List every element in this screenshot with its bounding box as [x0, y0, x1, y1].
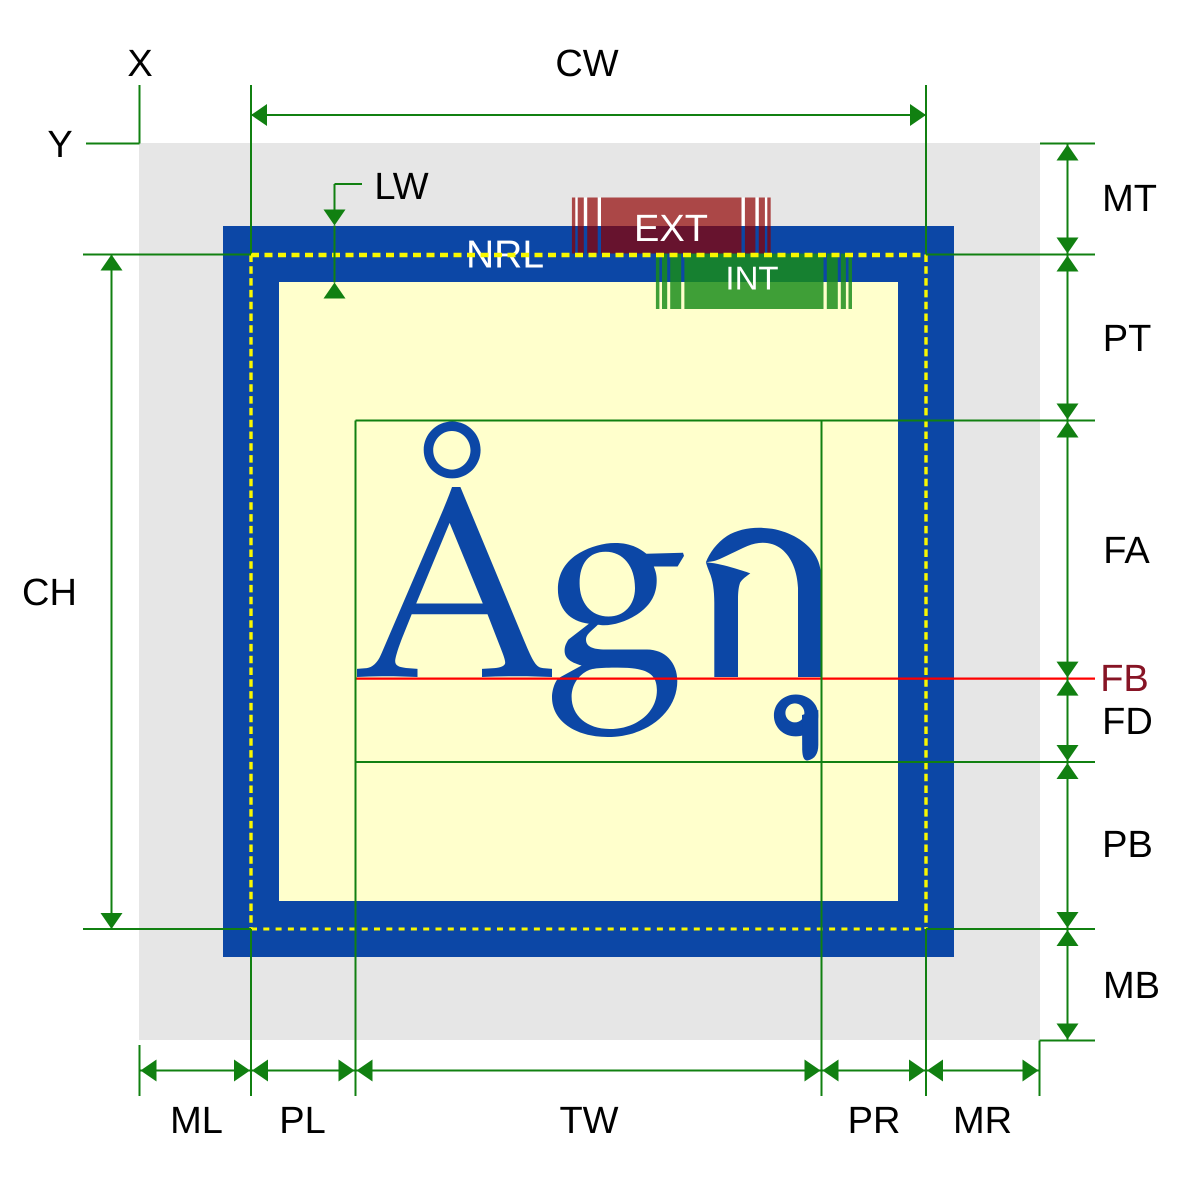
svg-text:PB: PB: [1102, 824, 1153, 866]
svg-text:Y: Y: [47, 124, 72, 166]
svg-text:NRL: NRL: [466, 234, 544, 277]
svg-text:MB: MB: [1103, 965, 1160, 1007]
svg-text:LW: LW: [374, 166, 428, 208]
svg-text:FA: FA: [1103, 530, 1150, 572]
svg-text:FD: FD: [1102, 701, 1153, 743]
svg-text:INT: INT: [725, 260, 778, 297]
svg-text:PL: PL: [279, 1100, 325, 1142]
svg-text:CH: CH: [22, 572, 77, 614]
svg-text:PT: PT: [1103, 318, 1152, 360]
svg-text:CW: CW: [555, 43, 618, 85]
svg-text:MR: MR: [953, 1100, 1012, 1142]
svg-text:TW: TW: [559, 1100, 618, 1142]
svg-text:FB: FB: [1100, 658, 1149, 700]
svg-text:PR: PR: [848, 1100, 901, 1142]
svg-text:ML: ML: [170, 1100, 223, 1142]
svg-text:X: X: [127, 43, 152, 85]
svg-text:EXT: EXT: [634, 208, 708, 250]
svg-text:MT: MT: [1102, 178, 1157, 220]
